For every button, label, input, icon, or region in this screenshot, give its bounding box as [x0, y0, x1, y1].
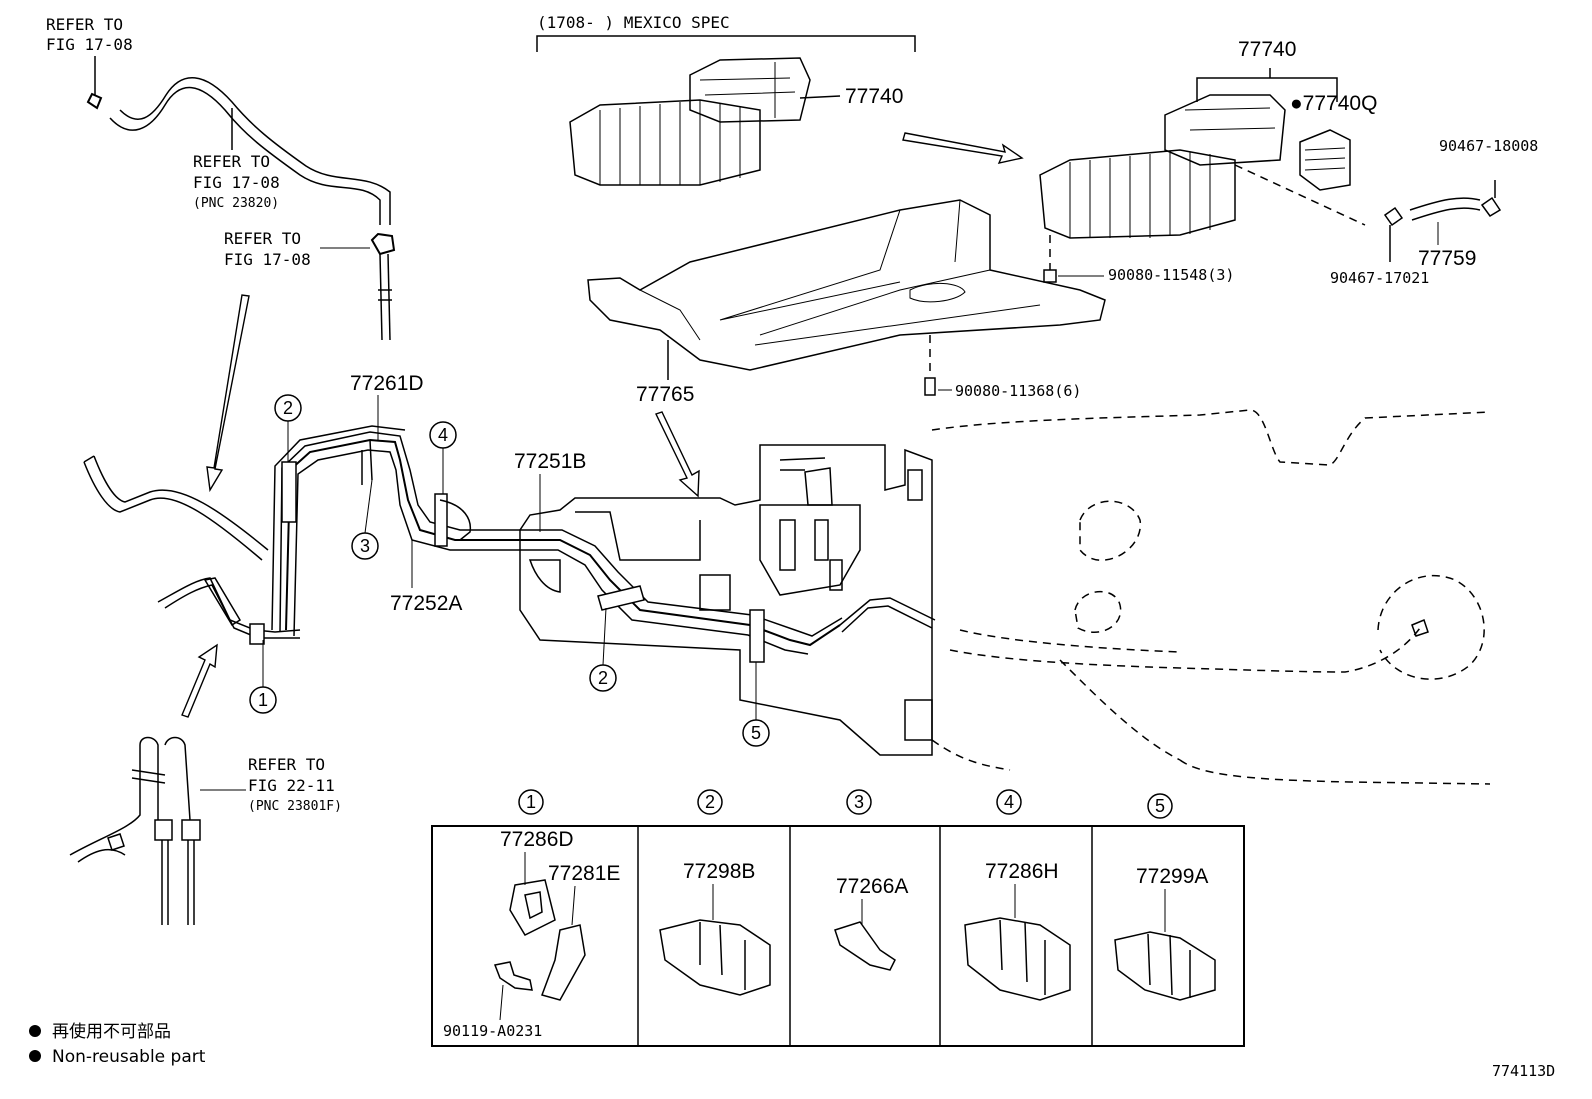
ref4-line3: (PNC 23801F) — [248, 799, 342, 814]
pn-90467-17021: 90467-17021 — [1330, 269, 1429, 287]
ref3-line2: FIG 17-08 — [224, 250, 311, 269]
callout-5: 5 — [751, 723, 761, 743]
pn-90080-11368: 90080-11368(6) — [955, 382, 1081, 400]
evap-lines-left — [157, 577, 301, 639]
ref4-line1: REFER TO — [248, 755, 325, 774]
pn-77281E: 77281E — [548, 862, 620, 885]
tank-frame — [519, 444, 933, 756]
ref4-line2: FIG 22-11 — [248, 776, 335, 795]
pn-90080-11548: 90080-11548(3) — [1108, 266, 1234, 284]
direction-arrow-1 — [902, 132, 1024, 164]
pn-77261D: 77261D — [350, 372, 424, 395]
direction-arrow-4 — [181, 643, 218, 718]
table-header-4: 4 — [1004, 792, 1014, 812]
legend: 再使用不可部品 Non-reusable part — [29, 1021, 206, 1067]
legend-en: Non-reusable part — [52, 1047, 206, 1067]
upper-fuel-hose — [86, 56, 396, 341]
pn-77740Q: ●77740Q — [1290, 92, 1377, 115]
callout-3: 3 — [360, 536, 370, 556]
table-header-1: 1 — [526, 792, 536, 812]
pn-77740: 77740 — [1238, 38, 1296, 61]
canister-mexico — [569, 57, 841, 186]
callout-1: 1 — [258, 690, 268, 710]
legend-jp: 再使用不可部品 — [52, 1021, 171, 1042]
ref2-line2: FIG 17-08 — [193, 173, 280, 192]
vent-hose-77759 — [1383, 180, 1502, 262]
clamp-77299A-sketch — [1114, 931, 1216, 1001]
ref3-line1: REFER TO — [224, 229, 301, 248]
direction-arrow-3 — [206, 294, 250, 493]
bolt-90119-sketch — [493, 961, 533, 991]
mexico-spec-bracket: (1708- ) MEXICO SPEC — [536, 13, 916, 52]
pn-77252A: 77252A — [390, 592, 462, 615]
pn-90119-A0231: 90119-A0231 — [443, 1022, 542, 1040]
table-header-5: 5 — [1155, 796, 1165, 816]
clamp-table — [431, 825, 1245, 1047]
callout-4: 4 — [438, 425, 448, 445]
part-numbers: 77740 77740 ●77740Q 90467-18008 90080-11… — [350, 38, 1538, 1040]
callout-2b: 2 — [598, 668, 608, 688]
pn-77266A: 77266A — [836, 875, 908, 898]
bracket-77281E-sketch — [541, 924, 586, 1001]
mexico-spec-label: (1708- ) MEXICO SPEC — [537, 13, 730, 32]
clamp-77266A-sketch — [834, 921, 896, 971]
pn-77286H: 77286H — [985, 860, 1059, 883]
pn-77765: 77765 — [636, 383, 694, 406]
canister-protector — [587, 199, 1106, 396]
ref1-line2: FIG 17-08 — [46, 35, 133, 54]
pn-77298B: 77298B — [683, 860, 755, 883]
direction-arrow-2 — [655, 411, 700, 498]
ref1-line1: REFER TO — [46, 15, 123, 34]
fuel-tank-outline — [839, 409, 1491, 785]
clamp-77298B-sketch — [659, 919, 771, 996]
callout-2a: 2 — [283, 398, 293, 418]
callouts: 1 2 3 4 5 2 1 2 3 4 5 — [249, 394, 1173, 819]
canister-main — [1039, 68, 1366, 283]
figure-code: 774113D — [1492, 1062, 1555, 1080]
clamp-77286H-sketch — [964, 917, 1071, 1001]
pn-77286D: 77286D — [500, 828, 574, 851]
pn-90467-18008: 90467-18008 — [1439, 137, 1538, 155]
lower-connector-hoses — [69, 736, 201, 925]
table-header-3: 3 — [854, 792, 864, 812]
ref2-line1: REFER TO — [193, 152, 270, 171]
pn-77251B: 77251B — [514, 450, 586, 473]
pn-77299A: 77299A — [1136, 865, 1208, 888]
pn-77759: 77759 — [1418, 247, 1476, 270]
filler-hose — [83, 455, 269, 561]
clamp-77286D-sketch — [509, 879, 556, 936]
pn-77740-mexico: 77740 — [845, 85, 903, 108]
reference-labels: REFER TO FIG 17-08 REFER TO FIG 17-08 (P… — [46, 15, 370, 814]
table-header-2: 2 — [705, 792, 715, 812]
fuel-tube-bundle — [249, 425, 843, 663]
ref2-line3: (PNC 23820) — [193, 196, 279, 211]
